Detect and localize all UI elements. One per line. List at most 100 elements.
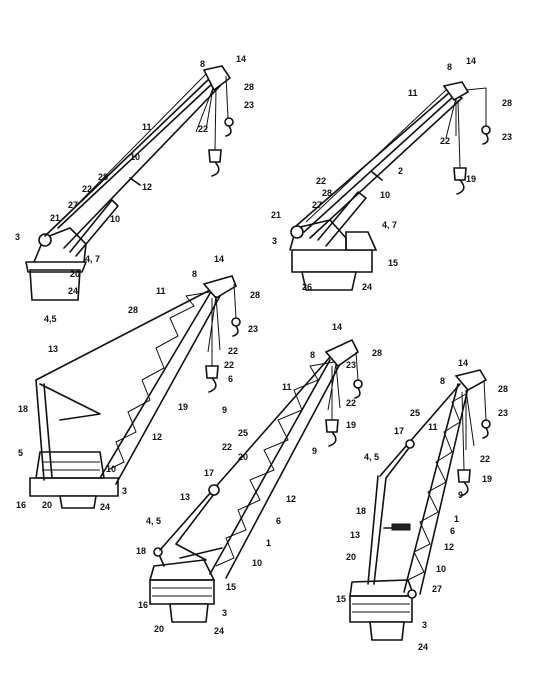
crane-b-carrier [291, 249, 373, 273]
crane-a-boom-inner [57, 81, 215, 229]
crane-e-callout-label: 8 [440, 376, 445, 386]
crane-c-callout-label: 10 [106, 464, 116, 474]
crane-c-callout-label: 24 [100, 502, 110, 512]
crane-c-callout-label: 22 [224, 360, 234, 370]
crane-b-cable [305, 89, 447, 223]
crane-a-callout-label: 8 [200, 59, 205, 69]
crane-e-callout-label: 10 [436, 564, 446, 574]
crane-d-base [149, 579, 215, 605]
crane-e-hook [460, 481, 469, 497]
crane-e-callout-label: 24 [418, 642, 428, 652]
crane-e-callout-label: 27 [432, 584, 442, 594]
crane-b-callout-label: 2 [398, 166, 403, 176]
crane-b-outrigger-base [301, 271, 357, 291]
crane-e-pendant [465, 389, 475, 450]
crane-c [29, 275, 241, 509]
crane-a-cable [61, 73, 207, 221]
crane-c-callout-label: 18 [18, 404, 28, 414]
crane-e-callout-label: 19 [482, 474, 492, 484]
crane-e-callout-label: 28 [498, 384, 508, 394]
crane-b-callout-label: 19 [466, 174, 476, 184]
crane-b-boom-inner [303, 94, 456, 233]
crane-d-callout-label: 6 [276, 516, 281, 526]
crane-c-callout-label: 11 [156, 286, 166, 296]
crane-b-hook-small [482, 133, 489, 145]
crane-c-callout-label: 19 [178, 402, 188, 412]
crane-b-callout-label: 10 [380, 190, 390, 200]
crane-e [349, 369, 491, 641]
crane-d-callout-label: 22 [346, 398, 356, 408]
crane-d-house [149, 559, 215, 581]
crane-d-callout-label: 10 [252, 558, 262, 568]
crane-a-block-small [224, 117, 234, 127]
crane-e-block-small [481, 419, 491, 429]
crane-e-callout-label: 11 [428, 422, 438, 432]
crane-a-callout-label: 10 [110, 214, 120, 224]
crane-c-hoist-lines [211, 283, 237, 366]
crane-d-callout-label: 4, 5 [146, 516, 161, 526]
crane-a-pedestal [29, 269, 81, 301]
crane-d-callout-label: 15 [226, 582, 236, 592]
crane-a-callout-label: 20 [70, 269, 80, 279]
crane-a-callout-label: 12 [142, 182, 152, 192]
crane-d-hook [328, 431, 337, 447]
crane-e-callout-label: 12 [444, 542, 454, 552]
crane-c-callout-label: 28 [128, 305, 138, 315]
crane-e-callout-label: 23 [498, 408, 508, 418]
crane-e-jib-strut [385, 443, 413, 479]
crane-d-callout-label: 24 [214, 626, 224, 636]
crane-d-boom-head [324, 338, 360, 368]
crane-d-callout-label: 22 [222, 442, 232, 452]
crane-a-callout-label: 21 [50, 213, 60, 223]
crane-d-pendant [327, 363, 341, 411]
crane-b-callout-label: 26 [302, 282, 312, 292]
crane-d [149, 338, 363, 623]
crane-a-callout-label: 24 [68, 286, 78, 296]
crane-a-pendant [195, 87, 214, 133]
crane-a-block [208, 149, 222, 163]
crane-a-base-ring [25, 261, 87, 273]
crane-d-callout-label: 25 [238, 428, 248, 438]
crane-b-callout-label: 15 [388, 258, 398, 268]
crane-a-callout-label: 22 [82, 184, 92, 194]
crane-b-hoist-lines [457, 87, 487, 169]
crane-d-callout-label: 11 [282, 382, 292, 392]
crane-c-boom-chords [99, 289, 221, 485]
crane-c-pendant [207, 295, 221, 353]
crane-d-brace [179, 547, 223, 559]
crane-a-callout-label: 22 [198, 124, 208, 134]
crane-c-house [35, 451, 105, 479]
crane-a-callout-label: 14 [236, 54, 246, 64]
crane-b-hook [456, 179, 465, 195]
crane-d-callout-label: 8 [310, 350, 315, 360]
crane-c-boom-head [202, 275, 237, 300]
crane-c-block [205, 365, 219, 379]
crane-b-callout-label: 4, 7 [382, 220, 397, 230]
crane-b-callout-label: 8 [447, 62, 452, 72]
crane-c-swing [59, 495, 97, 509]
crane-d-callout-label: 14 [332, 322, 342, 332]
crane-c-hook [208, 377, 217, 393]
crane-c-callout-label: 5 [18, 448, 23, 458]
crane-b-callout-label: 11 [408, 88, 418, 98]
crane-a-callout-label: 3 [15, 232, 20, 242]
crane-b-callout-label: 21 [271, 210, 281, 220]
crane-d-callout-label: 20 [238, 452, 248, 462]
crane-d-hoist-lines [331, 351, 359, 420]
crane-e-callout-label: 25 [410, 408, 420, 418]
crane-e-callout-label: 3 [422, 620, 427, 630]
crane-a-hoist-lines [214, 75, 229, 151]
crane-c-callout-label: 28 [250, 290, 260, 300]
crane-d-callout-label: 1 [266, 538, 271, 548]
crane-c-callout-label: 6 [228, 374, 233, 384]
crane-e-base-lines [352, 603, 410, 613]
crane-d-lattice [215, 361, 335, 567]
crane-e-callout-label: 13 [350, 530, 360, 540]
crane-b-callout-label: 24 [362, 282, 372, 292]
crane-e-callout-label: 1 [454, 514, 459, 524]
crane-d-callout-label: 12 [286, 494, 296, 504]
crane-a-callout-label: 23 [244, 100, 254, 110]
crane-a-turret [33, 227, 87, 263]
